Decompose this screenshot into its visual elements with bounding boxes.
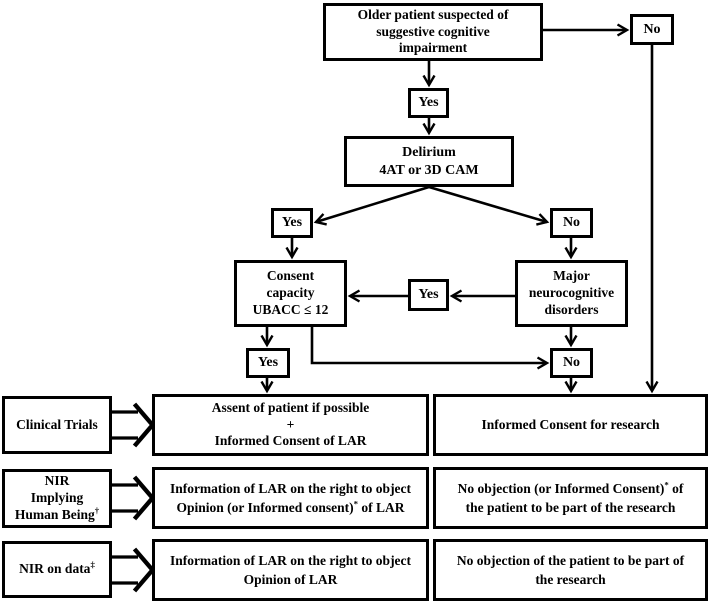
no-objection-consent-line1b: of: [668, 480, 684, 496]
node-delirium-yes: Yes: [271, 208, 313, 238]
box-informed-consent-research: Informed Consent for research: [433, 394, 708, 456]
box-information-lar-opinion: Information of LAR on the right to objec…: [152, 539, 429, 601]
assent-line1: Assent of patient if possible: [211, 399, 370, 415]
block-arrow-clinical-trials: [112, 410, 138, 440]
node-delirium-line1: Delirium: [402, 145, 456, 160]
node-capacity-no-label: No: [562, 355, 581, 370]
node-major-line3: disorders: [544, 301, 599, 317]
node-yes-screening-label: Yes: [418, 95, 439, 110]
node-delirium-line2: 4AT or 3D CAM: [379, 162, 479, 178]
no-objection-consent-line1: No objection (or Informed Consent)* of: [458, 479, 684, 498]
nir-human-line3: Human Being†: [14, 505, 100, 524]
node-start: Older patient suspected of suggestive co…: [323, 3, 543, 61]
no-objection-consent-line1a: No objection (or Informed Consent): [457, 480, 665, 496]
info-lar-line1: Information of LAR on the right to objec…: [169, 552, 412, 568]
assent-line2: +: [286, 416, 295, 432]
node-start-line2: suggestive cognitive: [376, 23, 490, 39]
nir-human-line1: NIR: [44, 473, 70, 489]
row-clinical-trials-label: Clinical Trials: [2, 396, 112, 454]
info-lar-consent-line1: Information of LAR on the right to objec…: [169, 480, 412, 496]
arrow-delirium-to-no: [428, 185, 550, 226]
node-major-neurocognitive: Major neurocognitive disorders: [515, 260, 628, 327]
no-objection-line2: the research: [535, 572, 606, 587]
nir-human-line3-text: Human Being: [14, 506, 95, 522]
row-nir-data-label: NIR on data‡: [2, 541, 112, 598]
node-consent-capacity-line2: capacity: [266, 285, 315, 301]
node-yes-screening: Yes: [408, 88, 449, 118]
nir-data-text: NIR on data‡: [19, 559, 95, 578]
nir-data-text-main: NIR on data: [19, 561, 91, 577]
block-arrow-nir-human: [112, 483, 138, 513]
no-objection-consent-line2: the patient to be part of the research: [465, 500, 676, 515]
block-arrow-clinical-trials-head: [132, 402, 156, 448]
node-consent-capacity-line3: UBACC ≤ 12: [252, 301, 329, 317]
info-lar-consent-line2a: Opinion (or Informed consent): [176, 500, 354, 515]
asterisk-symbol: *: [664, 479, 669, 490]
row-nir-human-label: NIR Implying Human Being†: [2, 469, 112, 528]
node-consent-yes: Yes: [246, 348, 290, 378]
block-arrow-nir-data: [112, 555, 138, 585]
node-delirium-no: No: [550, 208, 593, 238]
node-start-line3: impairment: [398, 40, 468, 56]
box-no-objection-patient: No objection of the patient to be part o…: [433, 539, 708, 601]
node-consent-capacity-line1: Consent: [266, 268, 315, 284]
box-no-objection-informed-consent: No objection (or Informed Consent)* of t…: [433, 467, 708, 529]
info-lar-consent-line2b: of LAR: [358, 500, 405, 515]
node-delirium: Delirium 4AT or 3D CAM: [344, 136, 514, 187]
node-consent-capacity: Consent capacity UBACC ≤ 12: [234, 260, 347, 327]
box-assent-informed-consent-lar: Assent of patient if possible + Informed…: [152, 394, 429, 456]
box-information-lar-opinion-consent: Information of LAR on the right to objec…: [152, 467, 429, 529]
node-start-line1: Older patient suspected of: [357, 6, 509, 22]
nir-human-line2: Implying: [30, 490, 84, 506]
node-major-line2: neurocognitive: [528, 285, 615, 301]
node-no-exit: No: [630, 14, 674, 45]
informed-consent-research-text: Informed Consent for research: [481, 416, 660, 432]
block-arrow-nir-human-head: [132, 475, 156, 521]
block-arrow-nir-data-head: [132, 547, 156, 593]
node-capacity-no: No: [550, 348, 593, 378]
node-major-yes: Yes: [408, 279, 449, 311]
asterisk-symbol: *: [353, 498, 359, 509]
clinical-trials-text: Clinical Trials: [16, 416, 98, 432]
node-no-exit-label: No: [643, 21, 661, 37]
node-major-line1: Major: [553, 268, 590, 284]
node-consent-yes-label: Yes: [257, 355, 279, 370]
double-dagger-symbol: ‡: [90, 559, 95, 570]
info-lar-line2: Opinion of LAR: [243, 572, 338, 587]
no-objection-line1: No objection of the patient to be part o…: [456, 552, 685, 568]
node-delirium-no-label: No: [562, 215, 581, 230]
line-consent-to-no: [310, 327, 550, 370]
node-major-yes-label: Yes: [418, 287, 439, 302]
assent-line3: Informed Consent of LAR: [214, 433, 367, 449]
node-delirium-yes-label: Yes: [281, 215, 303, 230]
dagger-symbol: †: [94, 505, 100, 516]
arrow-delirium-to-yes: [313, 185, 430, 226]
info-lar-consent-line2: Opinion (or Informed consent)* of LAR: [176, 498, 404, 517]
